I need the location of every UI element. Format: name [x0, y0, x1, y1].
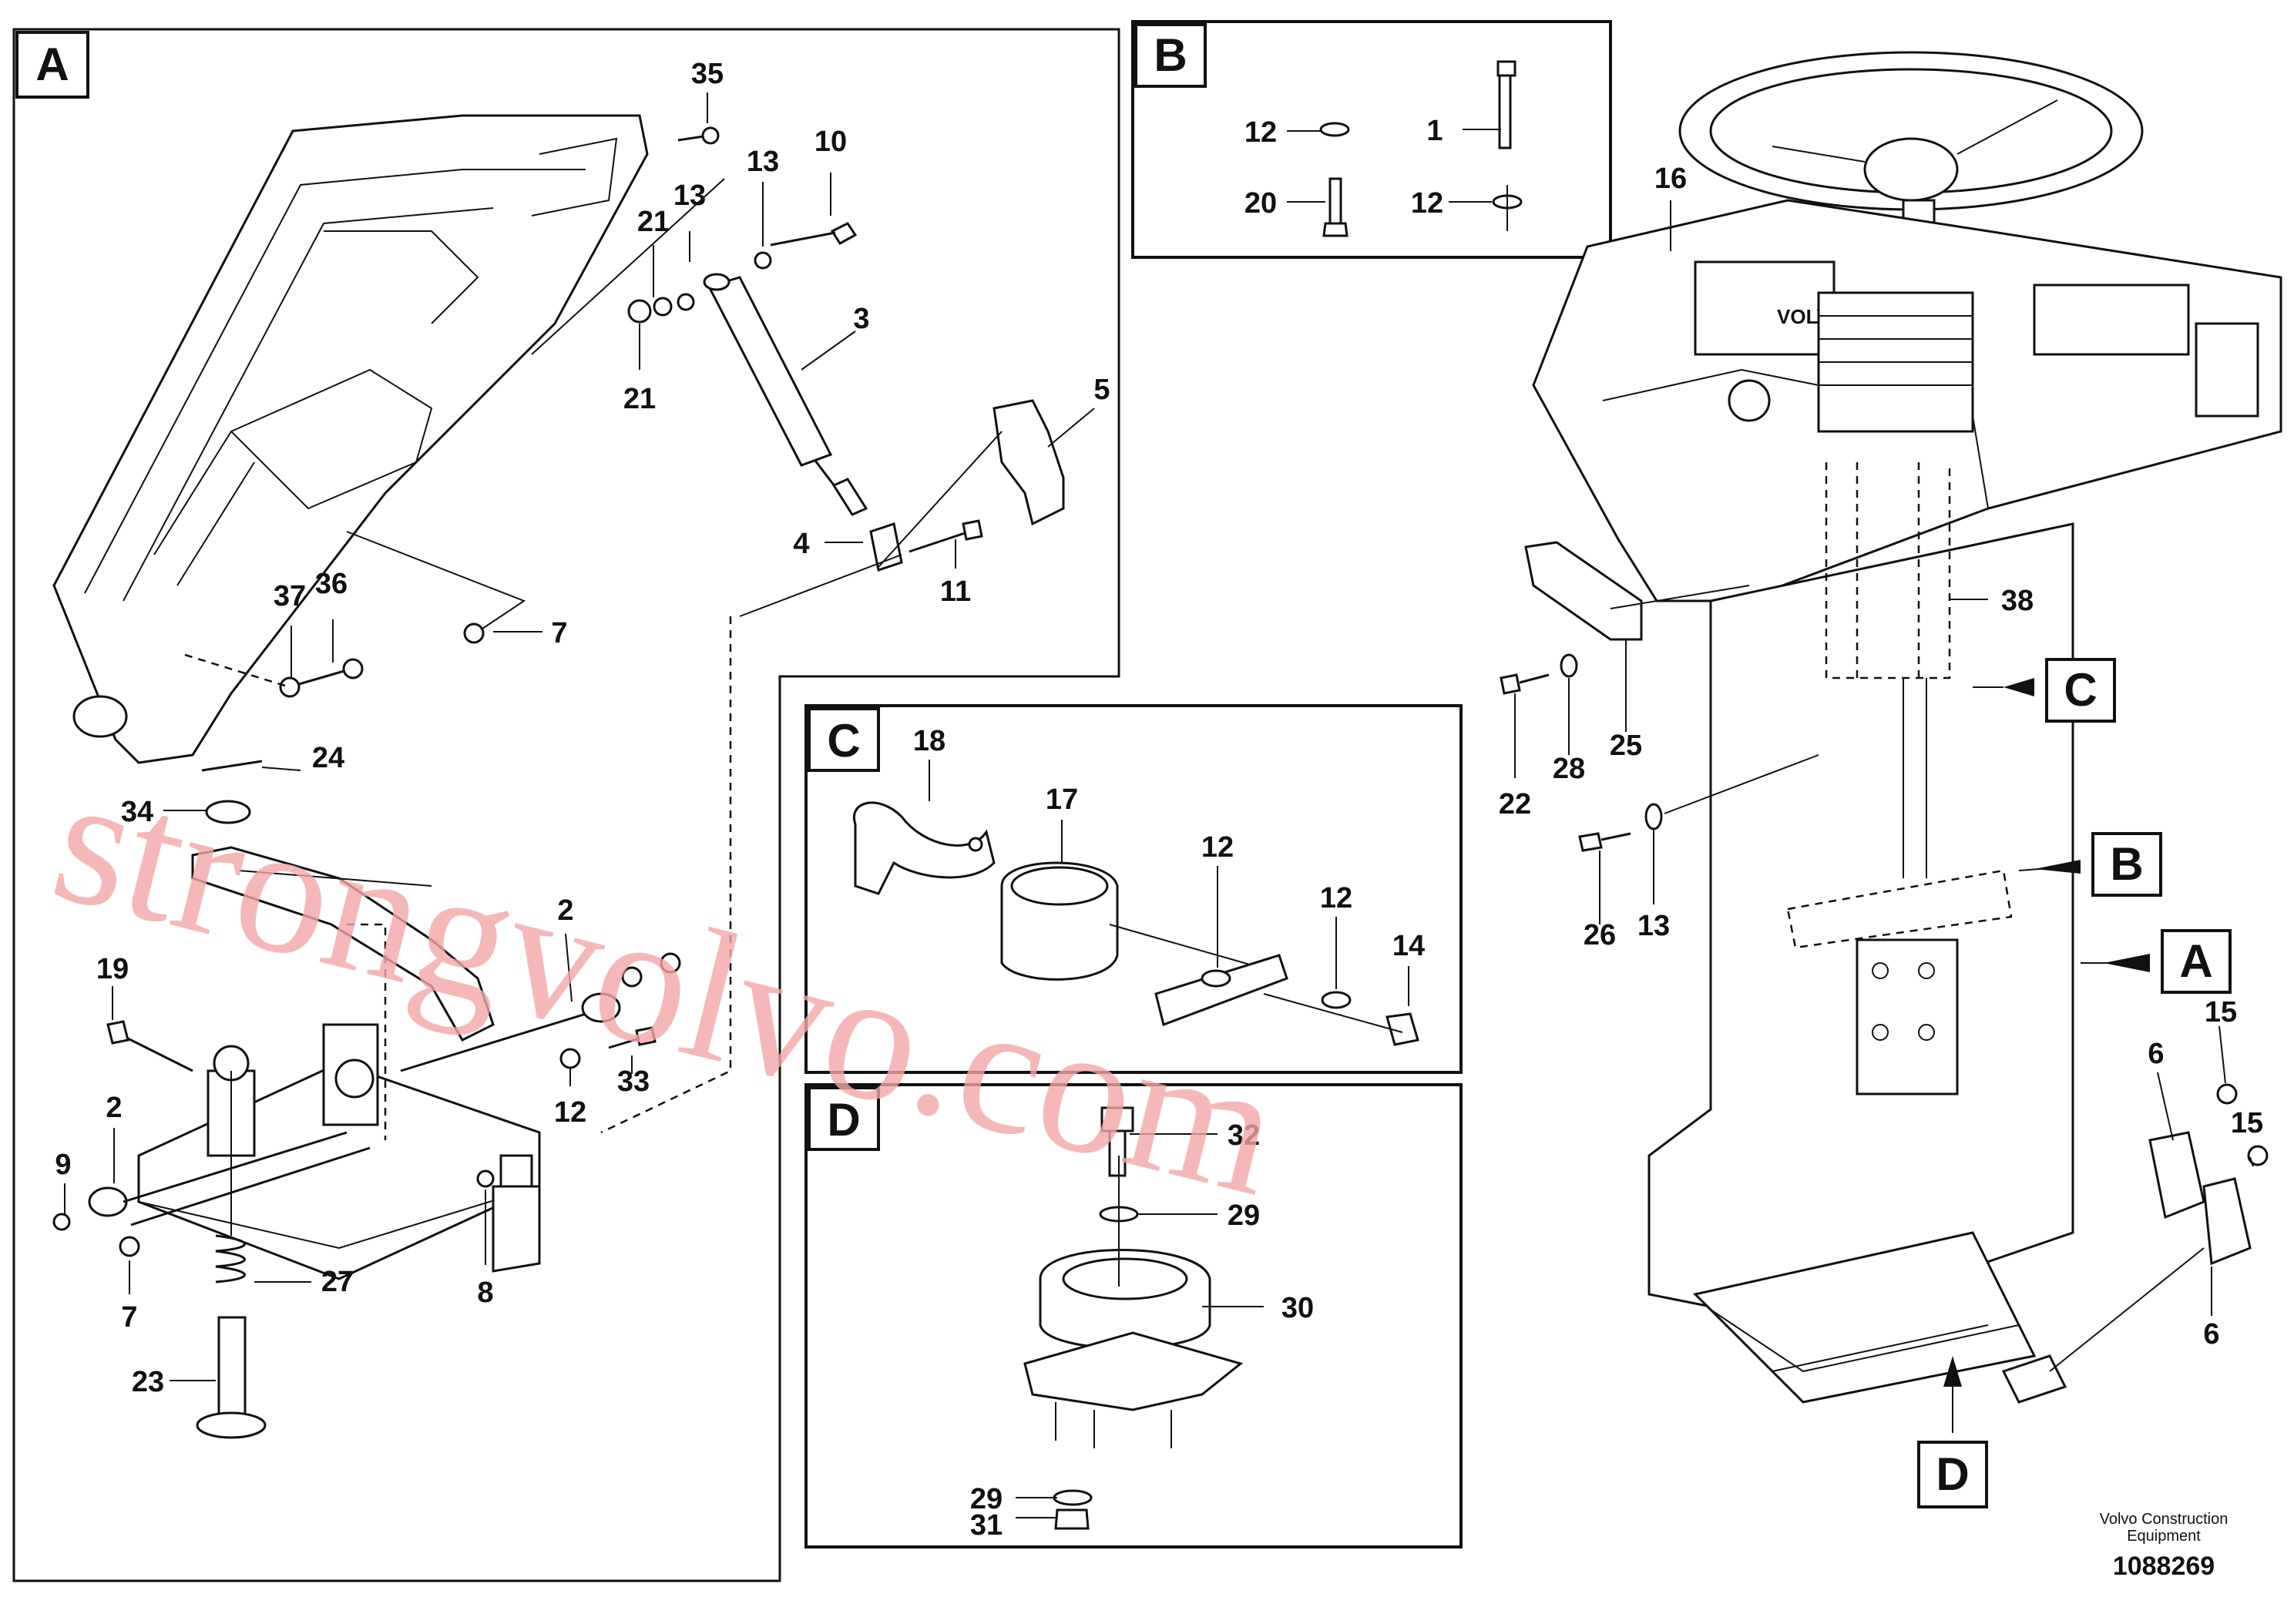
- callout-33: 33: [617, 1065, 650, 1098]
- callout-2: 2: [557, 894, 573, 927]
- callout-22: 22: [1499, 788, 1531, 820]
- callout-2: 2: [106, 1092, 122, 1124]
- callout-12: 12: [554, 1096, 586, 1129]
- company-line-2: Equipment: [2127, 1528, 2201, 1545]
- callout-7: 7: [551, 617, 567, 649]
- leader-lines: [64, 92, 2254, 1518]
- callout-21: 21: [637, 206, 670, 238]
- callout-30: 30: [1281, 1292, 1314, 1324]
- callout-38: 38: [2001, 585, 2034, 617]
- callout-13: 13: [673, 180, 706, 212]
- callout-12: 12: [1201, 831, 1234, 864]
- callout-5: 5: [1093, 374, 1110, 406]
- panel-a-drawing: [52, 114, 1065, 1439]
- callout-12: 12: [1320, 882, 1352, 914]
- panel-d: D: [804, 1083, 1463, 1549]
- panel-c-letter: C: [827, 715, 860, 767]
- clevis: [869, 522, 903, 572]
- callout-12: 12: [1244, 116, 1277, 149]
- callout-10: 10: [814, 126, 847, 158]
- callout-35: 35: [691, 58, 724, 90]
- spring: [215, 1234, 246, 1283]
- callout-29: 29: [970, 1483, 1003, 1515]
- gas-strut: [703, 273, 868, 516]
- panel-b-drawing: [1319, 60, 1523, 237]
- callout-9: 9: [55, 1149, 71, 1181]
- callout-24: 24: [312, 742, 344, 774]
- callout-12: 12: [1411, 187, 1443, 220]
- callout-6: 6: [2203, 1318, 2219, 1351]
- callout-29: 29: [1228, 1200, 1260, 1232]
- callout-6: 6: [2148, 1038, 2164, 1070]
- panel-d-letter: D: [827, 1094, 860, 1146]
- callout-34: 34: [121, 796, 153, 828]
- callout-13: 13: [1637, 910, 1670, 942]
- callout-11: 11: [940, 575, 971, 608]
- callout-8: 8: [477, 1277, 493, 1309]
- callout-19: 19: [96, 953, 129, 985]
- view-ref-c: C: [2064, 664, 2097, 716]
- view-refs: C B A D: [1917, 658, 2232, 1508]
- callout-15: 15: [2231, 1107, 2263, 1139]
- callout-3: 3: [853, 303, 869, 335]
- callout-15: 15: [2205, 996, 2237, 1028]
- view-ref-a: A: [2179, 935, 2212, 987]
- callout-13: 13: [747, 146, 779, 178]
- panel-c: C: [804, 704, 1463, 1074]
- callout-28: 28: [1553, 753, 1585, 785]
- callout-27: 27: [321, 1266, 354, 1298]
- panel-d-drawing: [1023, 1106, 1244, 1530]
- callout-16: 16: [1654, 163, 1687, 195]
- clamp-bracket: [852, 801, 996, 895]
- callout-32: 32: [1228, 1119, 1260, 1152]
- pedal: [992, 399, 1065, 526]
- callout-1: 1: [1426, 115, 1443, 147]
- callout-25: 25: [1610, 730, 1642, 762]
- callout-7: 7: [121, 1301, 137, 1334]
- callouts: 35 10 13 13 21 21 3 5 4 11 37 36 7 24 34…: [55, 58, 2263, 1542]
- callout-26: 26: [1584, 919, 1616, 951]
- company-line-1: Volvo Construction: [2100, 1511, 2229, 1528]
- callout-23: 23: [132, 1366, 164, 1398]
- callout-31: 31: [970, 1509, 1003, 1542]
- lever-frame: [52, 114, 649, 764]
- panel-b: B: [1131, 20, 1612, 259]
- panel-a: A: [12, 28, 1120, 1582]
- callout-20: 20: [1244, 187, 1277, 220]
- callout-18: 18: [913, 725, 945, 757]
- footer: Volvo Construction Equipment 1088269: [2100, 1511, 2229, 1581]
- doc-number: 1088269: [2113, 1552, 2215, 1581]
- panel-a-letter: A: [35, 39, 69, 90]
- view-ref-d: D: [1936, 1448, 1969, 1500]
- callout-4: 4: [793, 528, 809, 560]
- callout-21: 21: [623, 383, 656, 415]
- callout-17: 17: [1046, 783, 1078, 816]
- callout-37: 37: [274, 580, 306, 612]
- pedestal: [1647, 522, 2074, 1327]
- panel-c-drawing: [852, 801, 1419, 1046]
- pedal-arm: [191, 846, 495, 1042]
- view-ref-b: B: [2110, 838, 2143, 890]
- main-drawing: VOLVO: [1500, 51, 2282, 1404]
- callout-36: 36: [315, 568, 348, 600]
- callout-14: 14: [1392, 930, 1425, 962]
- panel-b-letter: B: [1154, 29, 1187, 81]
